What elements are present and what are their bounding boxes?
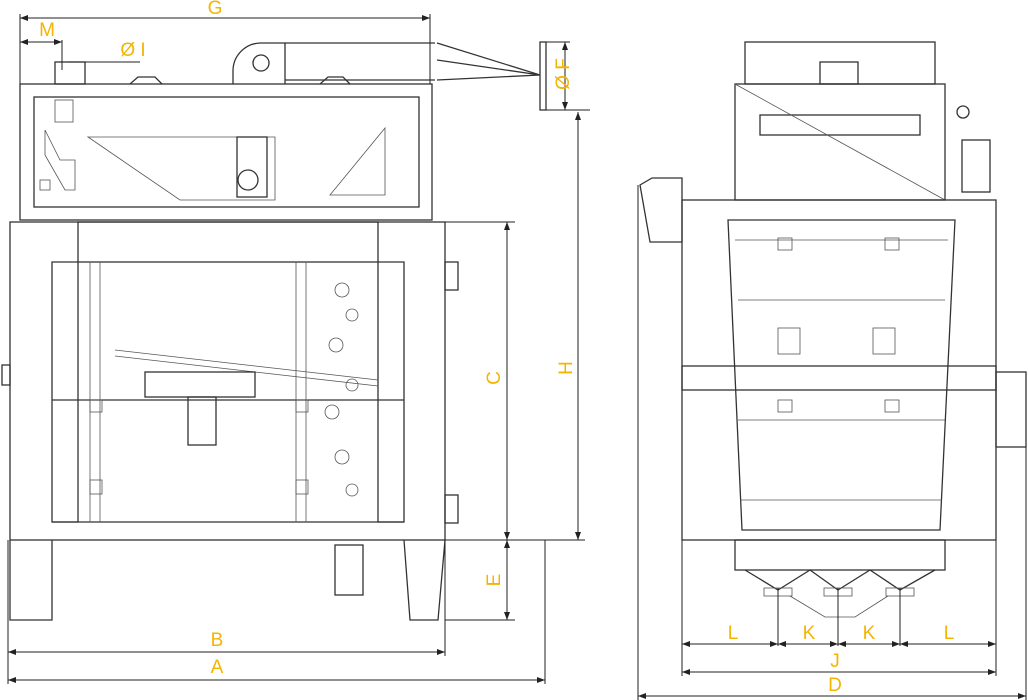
label-g: G: [208, 0, 223, 19]
label-c: C: [484, 371, 505, 385]
label-d: D: [828, 675, 842, 696]
side-view: [1, 41, 547, 621]
label-l-right: L: [944, 623, 955, 644]
label-k-left: K: [803, 623, 816, 644]
label-diameter-f: Ø F: [553, 58, 574, 90]
label-j: J: [830, 651, 840, 672]
dimension-lines: [7, 14, 1027, 700]
label-k-right: K: [863, 623, 876, 644]
label-e: E: [484, 574, 505, 587]
label-a: A: [211, 657, 224, 678]
label-m: M: [39, 20, 55, 41]
label-l-left: L: [728, 623, 739, 644]
front-view: [639, 41, 1027, 618]
label-h: H: [556, 361, 577, 375]
label-b: B: [211, 630, 224, 651]
label-diameter-i: Ø I: [120, 40, 145, 61]
dimension-labels: G M Ø I Ø F H C E B A L K K L J D: [39, 0, 954, 696]
